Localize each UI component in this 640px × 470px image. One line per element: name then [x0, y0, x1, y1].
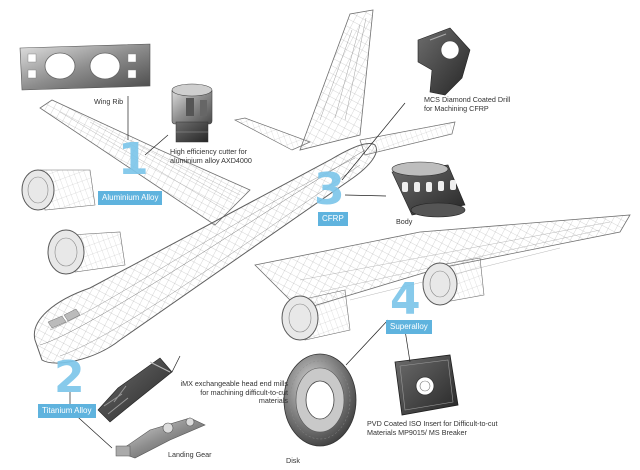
left-wing: [39, 99, 251, 226]
caption-cfrp-drill: MCS Diamond Coated Drill for Machining C…: [424, 95, 511, 113]
engine-left-inner: [47, 229, 126, 275]
fuselage: [33, 143, 377, 364]
badge-superalloy: Superalloy: [386, 320, 432, 334]
iso-insert-image: [394, 354, 459, 416]
caption-wing-rib: Wing Rib: [94, 97, 124, 106]
engine-right-outer: [422, 257, 485, 306]
callout-number-2: 2: [54, 352, 85, 403]
vertical-stabilizer: [299, 9, 374, 151]
engine-right-inner: [281, 289, 351, 341]
caption-body: Body: [396, 217, 413, 226]
body-section-image: [391, 161, 466, 218]
disk-image: [283, 353, 357, 447]
landing-gear-image: [115, 417, 206, 459]
badge-aluminium-alloy: Aluminium Alloy: [98, 191, 163, 205]
caption-disk: Disk: [286, 456, 300, 465]
caption-aluminium-cutter: High efficiency cutter for aluminium all…: [170, 147, 252, 165]
wing-rib-image: [19, 43, 151, 91]
cfrp-drill-image: [417, 27, 471, 96]
aluminium-cutter-image: [171, 83, 213, 143]
caption-landing-gear: Landing Gear: [168, 450, 212, 459]
badge-cfrp: CFRP: [318, 212, 348, 226]
caption-iso-insert: PVD Coated ISO Insert for Difficult-to-c…: [367, 419, 498, 437]
callout-number-1: 1: [118, 134, 149, 185]
engine-left-outer: [21, 169, 96, 211]
caption-imx-endmill: iMX exchangeable head end mills for mach…: [180, 379, 288, 406]
callout-number-4: 4: [390, 274, 421, 325]
imx-endmill-image: [97, 357, 173, 423]
callout-number-3: 3: [314, 164, 345, 215]
badge-titanium-alloy: Titanium Alloy: [38, 404, 96, 418]
